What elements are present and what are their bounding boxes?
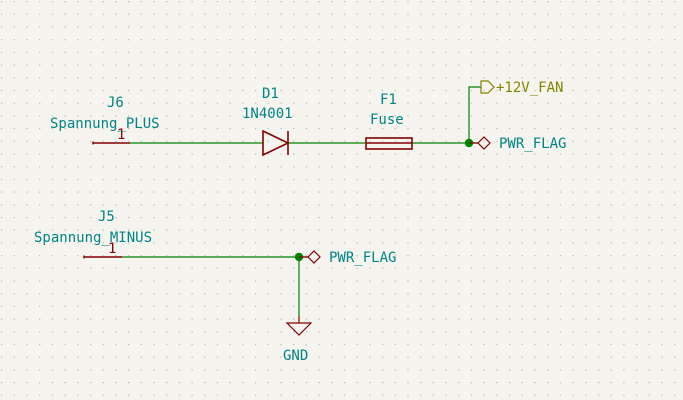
f1-fuse[interactable]: F1 Fuse (365, 92, 413, 150)
j5-connector[interactable]: 1 J5 Spannung_MINUS (34, 209, 152, 259)
pwr-flag-top[interactable]: PWR_FLAG (469, 136, 566, 152)
j6-connector[interactable]: 1 J6 Spannung_PLUS (50, 95, 160, 145)
j6-reference: J6 (107, 95, 124, 111)
j5-pin-number: 1 (108, 241, 116, 257)
j5-value: Spannung_MINUS (34, 230, 152, 246)
j6-value: Spannung_PLUS (50, 116, 160, 132)
global-label-12v-fan[interactable]: +12V_FAN (480, 80, 563, 96)
j5-reference: J5 (98, 209, 115, 225)
wire-junction-to-12v-label[interactable] (468, 86, 481, 143)
gnd-symbol[interactable]: GND (283, 316, 313, 364)
d1-reference: D1 (262, 86, 279, 102)
pwr-flag-top-label: PWR_FLAG (499, 136, 566, 152)
d1-diode[interactable]: D1 1N4001 (242, 86, 293, 157)
j6-pin-number: 1 (117, 127, 125, 143)
f1-value: Fuse (370, 112, 404, 128)
gnd-label: GND (283, 348, 308, 364)
global-label-12v-fan-text: +12V_FAN (496, 80, 563, 96)
f1-reference: F1 (380, 92, 397, 108)
pwr-flag-bottom-label: PWR_FLAG (329, 250, 396, 266)
d1-value: 1N4001 (242, 106, 293, 122)
pwr-flag-bottom[interactable]: PWR_FLAG (299, 250, 396, 266)
